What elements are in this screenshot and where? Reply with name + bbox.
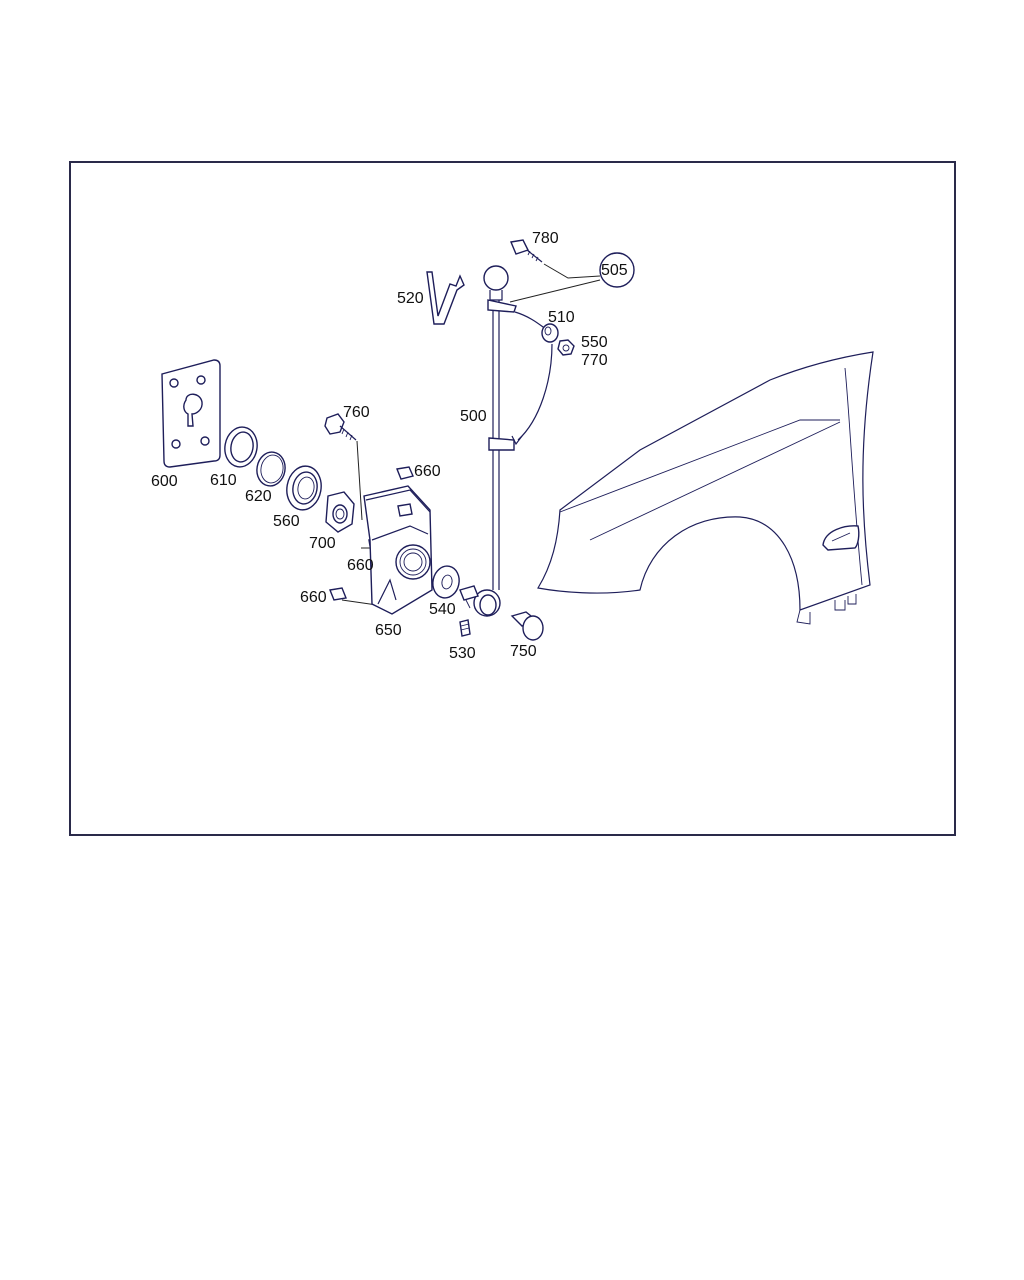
cap-750	[510, 611, 544, 641]
label-660-top: 660	[414, 463, 441, 480]
label-660-mid: 660	[347, 557, 374, 574]
nut-550	[557, 339, 575, 356]
bolt-760	[324, 413, 357, 441]
label-610: 610	[210, 472, 237, 489]
ring-610	[224, 426, 258, 468]
leader-760	[356, 440, 363, 521]
label-650: 650	[375, 622, 402, 639]
ring-620	[256, 451, 286, 487]
antenna-housing-650	[363, 485, 433, 615]
label-700: 700	[309, 535, 336, 552]
label-560: 560	[273, 513, 300, 530]
label-520: 520	[397, 290, 424, 307]
label-550: 550	[581, 334, 608, 351]
label-770: 770	[581, 352, 608, 369]
label-600: 600	[151, 473, 178, 490]
label-510: 510	[548, 309, 575, 326]
label-750: 750	[510, 643, 537, 660]
label-530: 530	[449, 645, 476, 662]
label-760: 760	[343, 404, 370, 421]
leader-505b	[509, 279, 601, 303]
washer-540	[432, 565, 460, 599]
leader-505	[543, 263, 601, 279]
connector-near-mast	[459, 585, 479, 609]
clip-nut-660-top	[396, 466, 414, 480]
plate-600	[161, 359, 221, 468]
diagram-frame	[69, 161, 956, 836]
label-505: 505	[601, 262, 628, 279]
label-780: 780	[532, 230, 559, 247]
seal-560	[286, 465, 322, 511]
label-620: 620	[245, 488, 272, 505]
label-500: 500	[460, 408, 487, 425]
nut-700	[325, 491, 355, 533]
label-540: 540	[429, 601, 456, 618]
callout-circle-505	[599, 252, 635, 288]
grommet-530	[459, 619, 471, 637]
bolt-780	[510, 239, 543, 263]
bushing-510	[541, 323, 559, 343]
fender	[537, 351, 874, 625]
label-660-low: 660	[300, 589, 327, 606]
bracket-520	[426, 271, 465, 325]
antenna-mast-500	[473, 265, 553, 617]
